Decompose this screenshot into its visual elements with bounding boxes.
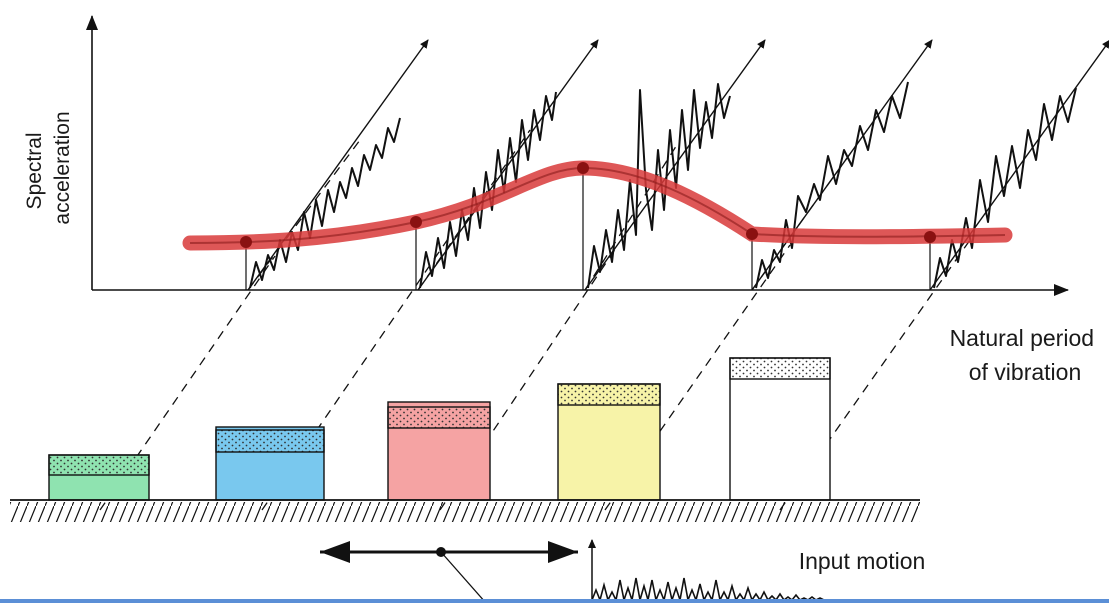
y-axis-label: Spectral acceleration <box>23 111 74 224</box>
response-histories <box>249 81 1077 289</box>
building-red <box>387 401 491 501</box>
chart-axes <box>86 15 1069 296</box>
input-motion-signal <box>591 577 825 603</box>
building-white <box>729 357 831 501</box>
response-history-4 <box>755 81 909 289</box>
bottom-band <box>0 599 1109 603</box>
response-history-5 <box>933 87 1077 289</box>
input-motion-arrow <box>320 541 578 603</box>
building-blue <box>215 426 325 501</box>
response-history-2 <box>419 91 557 289</box>
spectrum-point-4 <box>746 228 758 240</box>
buildings <box>48 357 831 501</box>
response-history-1 <box>249 117 401 289</box>
spectral-drop-lines <box>245 168 931 290</box>
diag-axis-5 <box>929 39 1109 291</box>
x-axis-label: Natural period of vibration <box>950 325 1101 385</box>
diag-axis-4 <box>751 39 933 291</box>
input-motion-plot <box>588 539 825 603</box>
building-yellow <box>557 383 661 501</box>
diag-axis-3 <box>584 39 766 291</box>
response-history-3 <box>587 83 731 289</box>
spectrum-point-2 <box>410 216 422 228</box>
ground <box>10 499 920 522</box>
spectrum-point-3 <box>577 162 589 174</box>
spectrum-point-5 <box>924 231 936 243</box>
spectrum-curve <box>182 160 1013 251</box>
spectrum-point-1 <box>240 236 252 248</box>
diag-axis-1 <box>247 39 429 291</box>
building-green <box>48 454 150 501</box>
input-motion-label: Input motion <box>799 548 926 574</box>
